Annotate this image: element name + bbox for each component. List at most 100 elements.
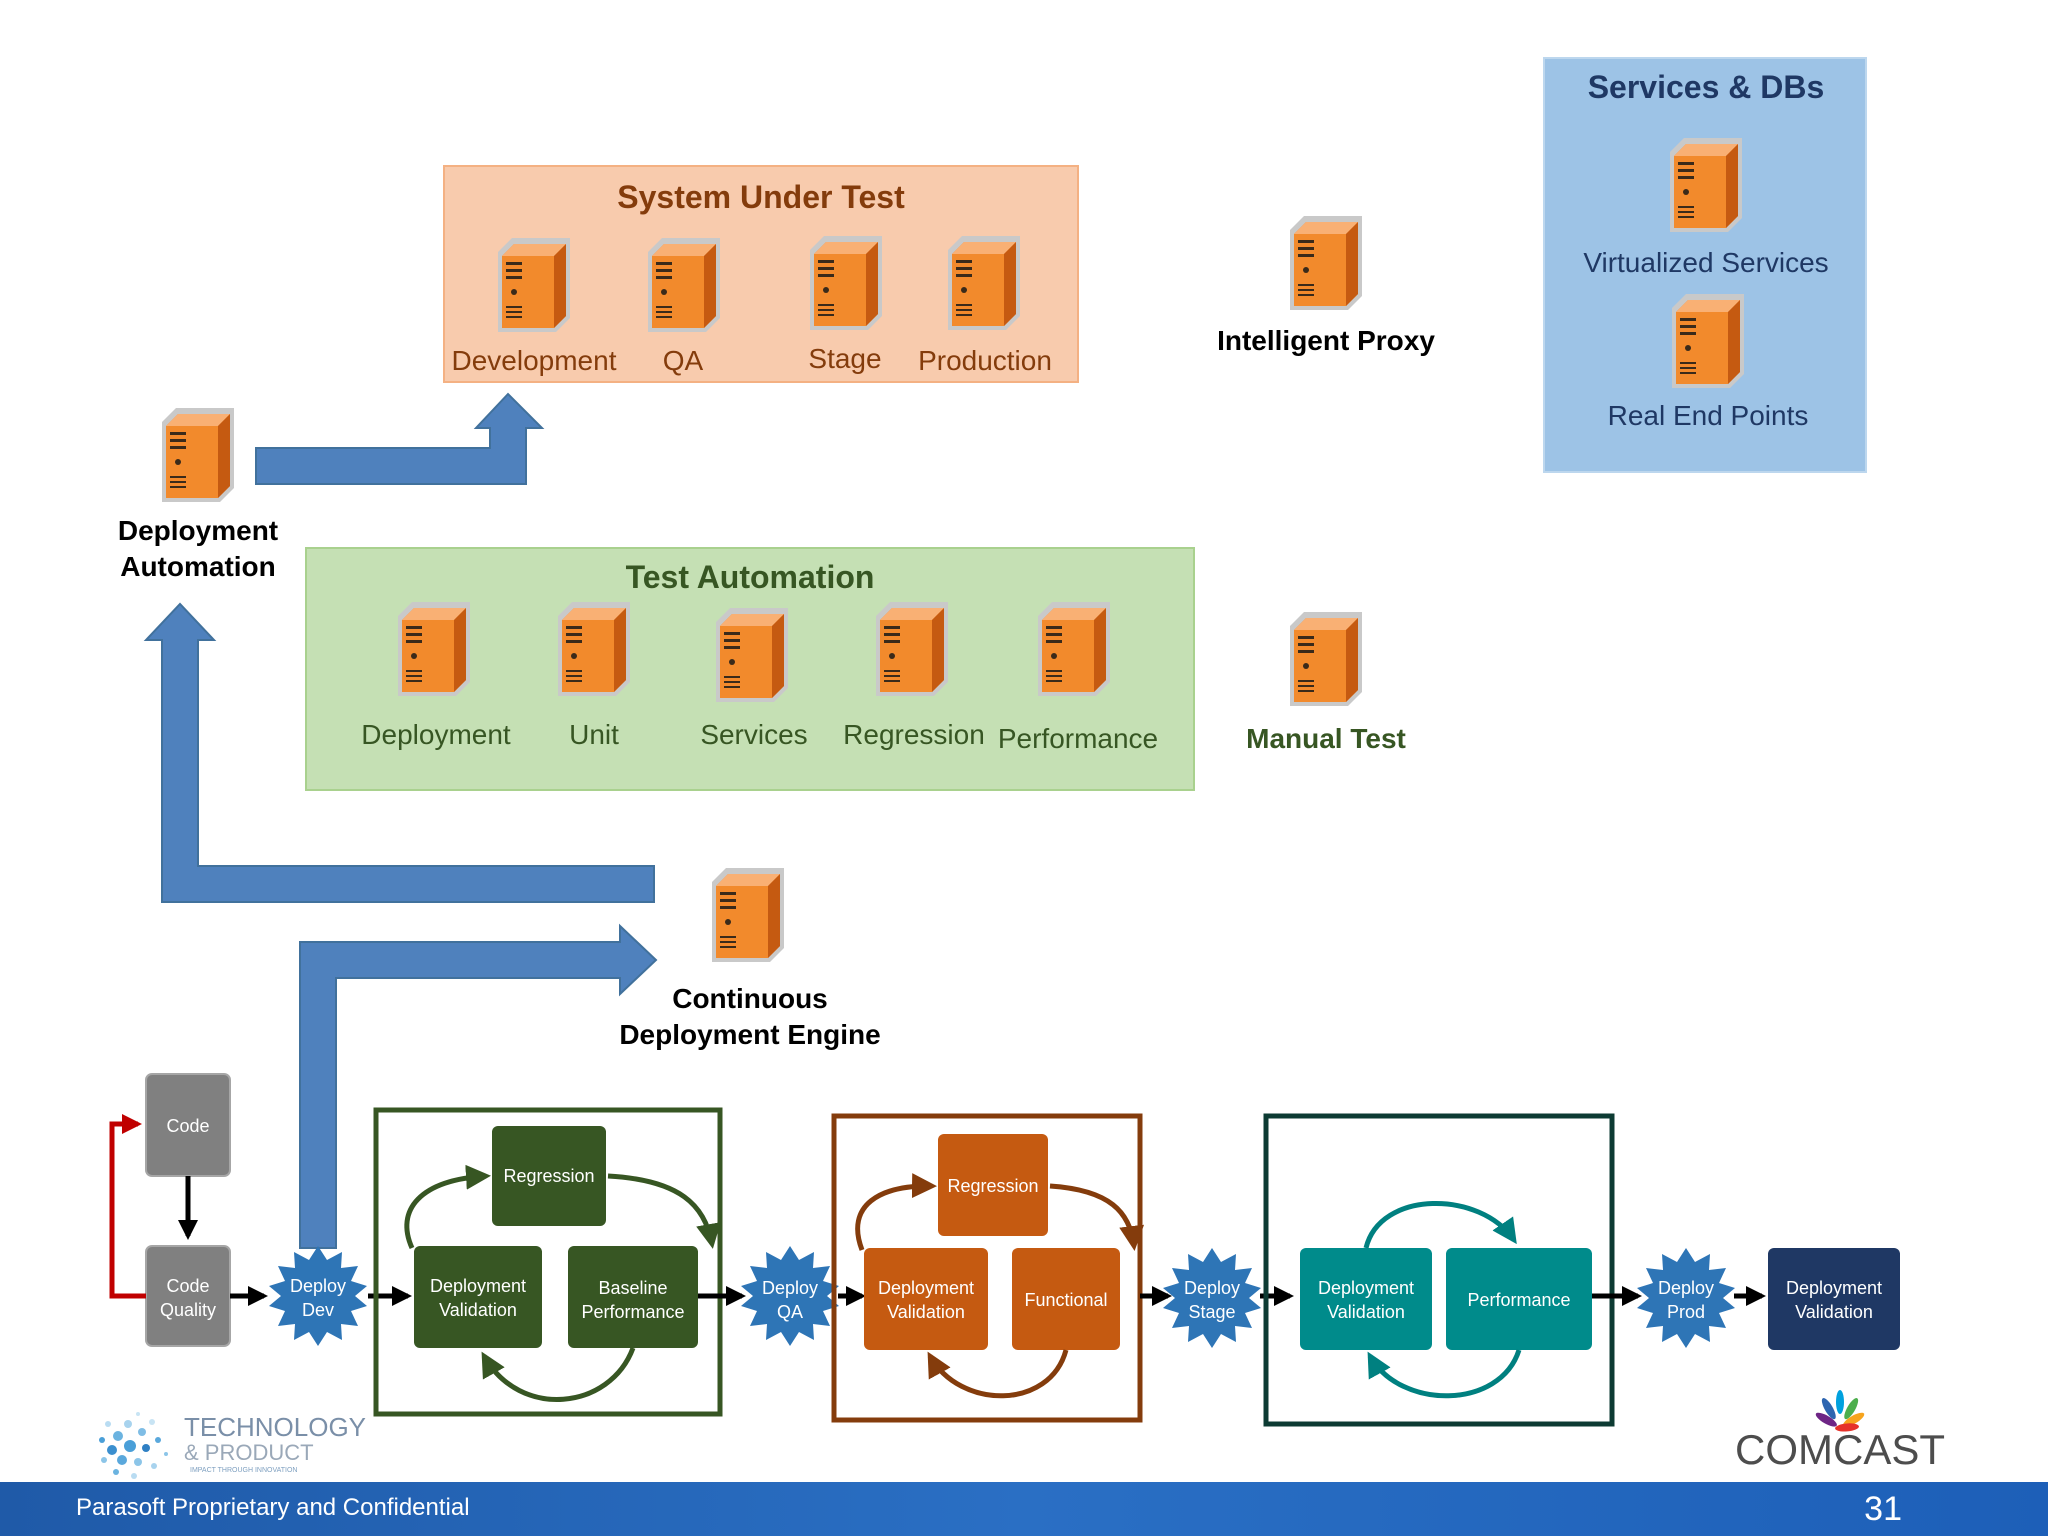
- footer-text: Parasoft Proprietary and Confidential: [76, 1494, 470, 1521]
- loop-quality-to-code: [109, 1114, 146, 1299]
- arrow-deploy-dev-to-cd-engine: [299, 923, 658, 1249]
- code-quality-node: [145, 1245, 231, 1347]
- deploy-dev-label-line1: Deploy: [290, 1276, 346, 1296]
- deploy-dev-label-line2: Dev: [302, 1300, 334, 1320]
- performance-test-server-icon: [1038, 602, 1110, 696]
- qa-regression-label: Regression: [947, 1176, 1038, 1196]
- unit-test-server-icon: [558, 602, 630, 696]
- code-quality-label-line2: Quality: [160, 1300, 216, 1320]
- stage-deployment-validation-node: [1300, 1248, 1432, 1350]
- dev-loop-arrow-2: [607, 1173, 721, 1249]
- stage-deployment-validation-line1: Deployment: [1318, 1278, 1414, 1298]
- virtualized-services-server-icon: [1670, 138, 1742, 232]
- cd-engine-label-line1: Continuous: [672, 983, 828, 1014]
- regression-test-server-icon: [876, 602, 948, 696]
- intelligent-proxy-label: Intelligent Proxy: [1217, 325, 1435, 356]
- deployment-automation-label-line2: Automation: [120, 551, 276, 582]
- virtualized-services-label: Virtualized Services: [1583, 247, 1828, 278]
- page-number: 31: [1864, 1490, 1902, 1528]
- stage-server-icon: [810, 236, 882, 330]
- deploy-stage-label-line1: Deploy: [1184, 1278, 1240, 1298]
- production-label: Production: [918, 345, 1052, 376]
- deployment-automation-label-line1: Deployment: [118, 515, 278, 546]
- cd-engine-server-icon: [712, 868, 784, 962]
- qa-deployment-validation-line1: Deployment: [878, 1278, 974, 1298]
- performance-test-label: Performance: [998, 723, 1158, 754]
- dev-loop-arrow-3: [481, 1347, 636, 1402]
- deploy-qa-label-line2: QA: [777, 1302, 803, 1322]
- footer-bar: Parasoft Proprietary and Confidential 31: [0, 1482, 2048, 1536]
- dev-deployment-validation-line1: Deployment: [430, 1276, 526, 1296]
- deploy-prod-label-line1: Deploy: [1658, 1278, 1714, 1298]
- real-end-points-server-icon: [1672, 294, 1744, 388]
- tech-logo-line1: TECHNOLOGY: [184, 1412, 366, 1442]
- code-node-label: Code: [166, 1116, 209, 1136]
- deploy-qa-label-line1: Deploy: [762, 1278, 818, 1298]
- production-server-icon: [948, 236, 1020, 330]
- services-test-label: Services: [700, 719, 807, 750]
- qa-loop-arrow-2: [1049, 1183, 1145, 1251]
- dev-loop-arrow-1: [404, 1164, 491, 1250]
- qa-regression-node: [938, 1134, 1048, 1236]
- arrow-deploy-automation-to-sut: [255, 392, 545, 485]
- stage-performance-node: [1446, 1248, 1592, 1350]
- qa-label: QA: [663, 345, 704, 376]
- comcast-logo: COMCAST: [1735, 1390, 1945, 1473]
- real-end-points-label: Real End Points: [1608, 400, 1809, 431]
- regression-test-label: Regression: [843, 719, 985, 750]
- stage-label: Stage: [808, 343, 881, 374]
- qa-loop-arrow-1: [855, 1173, 937, 1251]
- final-deployment-validation-node: [1768, 1248, 1900, 1350]
- dev-baseline-performance-node: [568, 1246, 698, 1348]
- dev-validation-frame: [373, 1107, 723, 1417]
- manual-test-label: Manual Test: [1246, 723, 1406, 754]
- dev-deployment-validation-node: [414, 1246, 542, 1348]
- dev-regression-label: Regression: [503, 1166, 594, 1186]
- qa-deployment-validation-node: [864, 1248, 988, 1350]
- dev-deployment-validation-line2: Validation: [439, 1300, 517, 1320]
- stage-performance-label: Performance: [1467, 1290, 1570, 1310]
- qa-functional-node: [1012, 1248, 1120, 1350]
- comcast-wordmark: COMCAST: [1735, 1426, 1945, 1473]
- system-under-test-title: System Under Test: [617, 179, 905, 215]
- deploy-prod-label-line2: Prod: [1667, 1302, 1705, 1322]
- qa-functional-label: Functional: [1024, 1290, 1107, 1310]
- stage-loop-arrow-top: [1363, 1200, 1517, 1249]
- dev-baseline-performance-line1: Baseline: [598, 1278, 667, 1298]
- dev-regression-node: [492, 1126, 606, 1226]
- deploy-stage-burst: [1163, 1248, 1261, 1348]
- qa-loop-arrow-3: [927, 1349, 1069, 1399]
- manual-test-server-icon: [1290, 612, 1362, 706]
- development-server-icon: [498, 238, 570, 332]
- deploy-stage-label-line2: Stage: [1188, 1302, 1235, 1322]
- deployment-test-label: Deployment: [361, 719, 511, 750]
- final-deployment-validation-line2: Validation: [1795, 1302, 1873, 1322]
- deployment-test-server-icon: [398, 602, 470, 696]
- qa-server-icon: [648, 238, 720, 332]
- deploy-dev-burst: [269, 1246, 367, 1346]
- services-dbs-title: Services & DBs: [1588, 69, 1825, 105]
- services-dbs-box: [1543, 57, 1867, 473]
- cd-engine-label-line2: Deployment Engine: [619, 1019, 880, 1050]
- qa-validation-frame: [831, 1113, 1143, 1423]
- final-deployment-validation-line1: Deployment: [1786, 1278, 1882, 1298]
- stage-deployment-validation-line2: Validation: [1327, 1302, 1405, 1322]
- qa-deployment-validation-line2: Validation: [887, 1302, 965, 1322]
- tech-logo-tagline: IMPACT THROUGH INNOVATION: [190, 1467, 297, 1474]
- peacock-icon: [1815, 1390, 1865, 1432]
- stage-validation-frame: [1263, 1113, 1615, 1427]
- arrow-cd-engine-to-deploy-automation: [143, 602, 655, 903]
- dev-baseline-performance-line2: Performance: [581, 1302, 684, 1322]
- code-quality-label-line1: Code: [166, 1276, 209, 1296]
- development-label: Development: [452, 345, 617, 376]
- deployment-automation-server-icon: [162, 408, 234, 502]
- stage-loop-arrow-bottom: [1367, 1349, 1522, 1399]
- unit-test-label: Unit: [569, 719, 619, 750]
- technology-product-logo: TECHNOLOGY & PRODUCT IMPACT THROUGH INNO…: [99, 1412, 366, 1479]
- test-automation-title: Test Automation: [626, 559, 875, 595]
- services-test-server-icon: [716, 608, 788, 702]
- intelligent-proxy-server-icon: [1290, 216, 1362, 310]
- tech-logo-line2: & PRODUCT: [184, 1440, 314, 1465]
- deploy-prod-burst: [1637, 1248, 1735, 1348]
